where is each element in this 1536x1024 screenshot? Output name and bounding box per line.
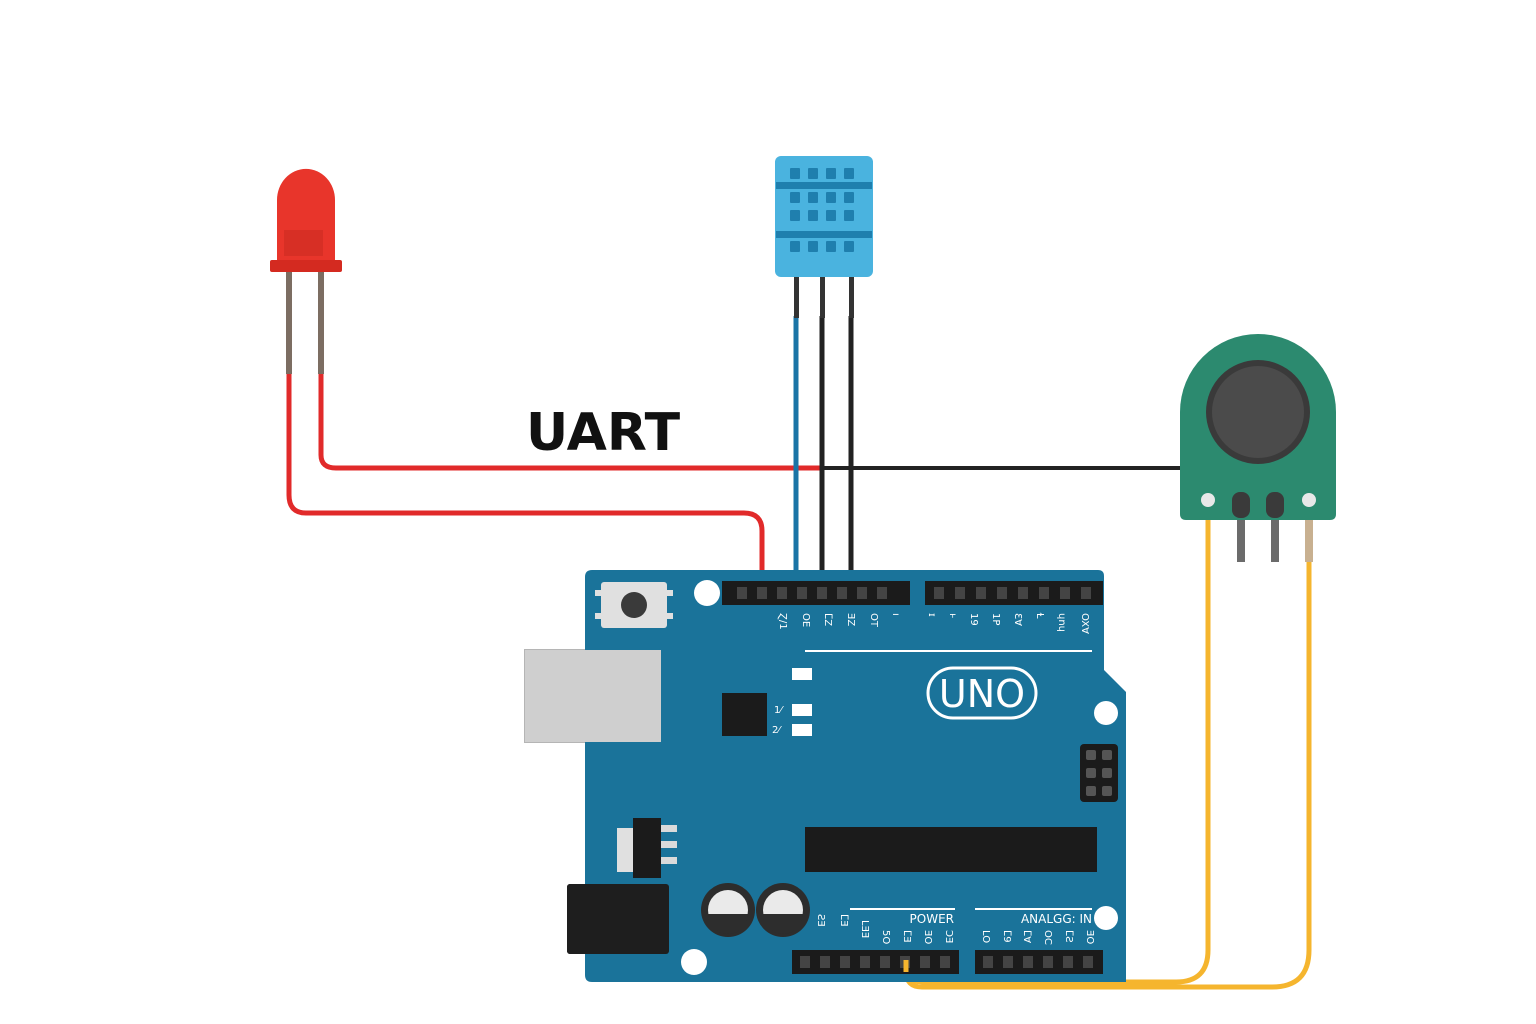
arduino-board: Ɀ/1 OE ⵎZ ƎZ OT ı ɪ ⱶ 19 1P ƐⱯ Ɫ ɥnɥ OXⱯ… (524, 570, 1126, 982)
reset-button (621, 592, 647, 618)
pin-label: 1P (990, 613, 1001, 625)
usb-chip (722, 693, 767, 736)
pin-label: LO (980, 930, 991, 943)
pin-label: ƎO (1084, 930, 1095, 944)
led-label: 2⁄ (772, 725, 782, 736)
encoder-pin-2 (1266, 492, 1284, 518)
pin-label: OC (1042, 930, 1053, 945)
led-label: 1⁄ (774, 705, 784, 716)
smd-led-1 (792, 668, 812, 680)
dht-sensor (775, 156, 873, 318)
wire-led-to-sensor (318, 372, 822, 471)
rotary-encoder (1180, 334, 1336, 562)
atmega-chip (805, 827, 1097, 872)
uno-logo-frame (926, 666, 1038, 720)
power-header (792, 950, 959, 974)
capacitor-2 (756, 883, 810, 937)
smd-led-2 (792, 704, 812, 716)
pcb (585, 570, 1126, 982)
analog-header (975, 950, 1103, 974)
encoder-leg-3 (1305, 512, 1313, 562)
pin-label: ı (890, 613, 901, 616)
led-leg-left (286, 270, 292, 374)
uno-logo: UNO (939, 672, 1025, 716)
capacitor-1 (701, 883, 755, 937)
encoder-knob (1212, 366, 1304, 458)
sensor-leg-2 (820, 276, 825, 318)
analog-in-label: ANALGG: IN (1021, 912, 1092, 926)
sensor-grille (776, 168, 872, 252)
mount-hole-3 (1094, 906, 1118, 930)
sensor-body (775, 156, 873, 277)
pin-label: Ɫ (1034, 612, 1045, 619)
pin-label: Ɀ/1 (777, 613, 788, 630)
dc-jack-front (567, 884, 669, 954)
pin-label: ⵎƎ (901, 930, 912, 943)
pin-label: ɥnɥ (1056, 613, 1067, 632)
pin-label: 19 (968, 613, 979, 626)
pin-label: ⵎƧ (1063, 930, 1074, 943)
encoder-leg-2 (1271, 512, 1279, 562)
pin-label: ⱶ (947, 613, 958, 619)
pin-label: ƆƎ (943, 930, 954, 943)
pin-label: ɪ (926, 613, 937, 617)
mount-hole-4 (681, 949, 707, 975)
led-highlight (284, 230, 323, 256)
pin-label: OE (800, 613, 811, 627)
voltage-regulator (617, 818, 677, 878)
uart-label: UART (526, 403, 681, 463)
sensor-leg-3 (849, 276, 854, 318)
analog-pin-labels: LO ⵎ9 ⵎⱯ OC ⵎƧ ƎO (980, 930, 1095, 945)
pin-label: ⵎⱯ (1021, 930, 1032, 943)
power-label: POWER (910, 912, 954, 926)
usb-port-front (525, 650, 661, 742)
digital-header-right (925, 581, 1103, 605)
pin-label: 5O (880, 930, 891, 944)
led-rim (270, 260, 342, 272)
smd-led-3 (792, 724, 812, 736)
pin-label: OT (868, 613, 879, 628)
pin-label: ƎZ (845, 613, 856, 626)
pin-label: ⵎƎ (838, 914, 849, 927)
pin-label: OXⱯ (1079, 613, 1090, 634)
digital-header-left (722, 581, 910, 605)
digital-pin-labels: Ɀ/1 OE ⵎZ ƎZ OT ı ɪ ⱶ 19 1P ƐⱯ Ɫ ɥnɥ OXⱯ (777, 612, 1090, 634)
encoder-mount-hole-left (1201, 493, 1215, 507)
mount-hole-2 (1094, 701, 1118, 725)
encoder-pin-1 (1232, 492, 1250, 518)
encoder-leg-1 (1237, 512, 1245, 562)
pin-label: ⵎZ (822, 613, 833, 626)
pin-label: ⵎ9 (1001, 930, 1012, 943)
icsp-header (1080, 744, 1118, 802)
encoder-mount-hole-right (1302, 493, 1316, 507)
sensor-leg-1 (794, 276, 799, 318)
led-leg-right (318, 270, 324, 374)
pin-label: LƎƎ (859, 920, 870, 938)
power-pin-labels: ƧƎ ⵎƎ LƎƎ 5O ⵎƎ ƎO ƆƎ (815, 914, 954, 944)
pin-label: ƎO (922, 930, 933, 944)
pin-label: ƧƎ (815, 914, 826, 927)
wire-led-to-board (286, 372, 765, 588)
pin-label: ƐⱯ (1012, 613, 1023, 626)
mount-hole-1 (694, 580, 720, 606)
led-component (270, 168, 342, 374)
